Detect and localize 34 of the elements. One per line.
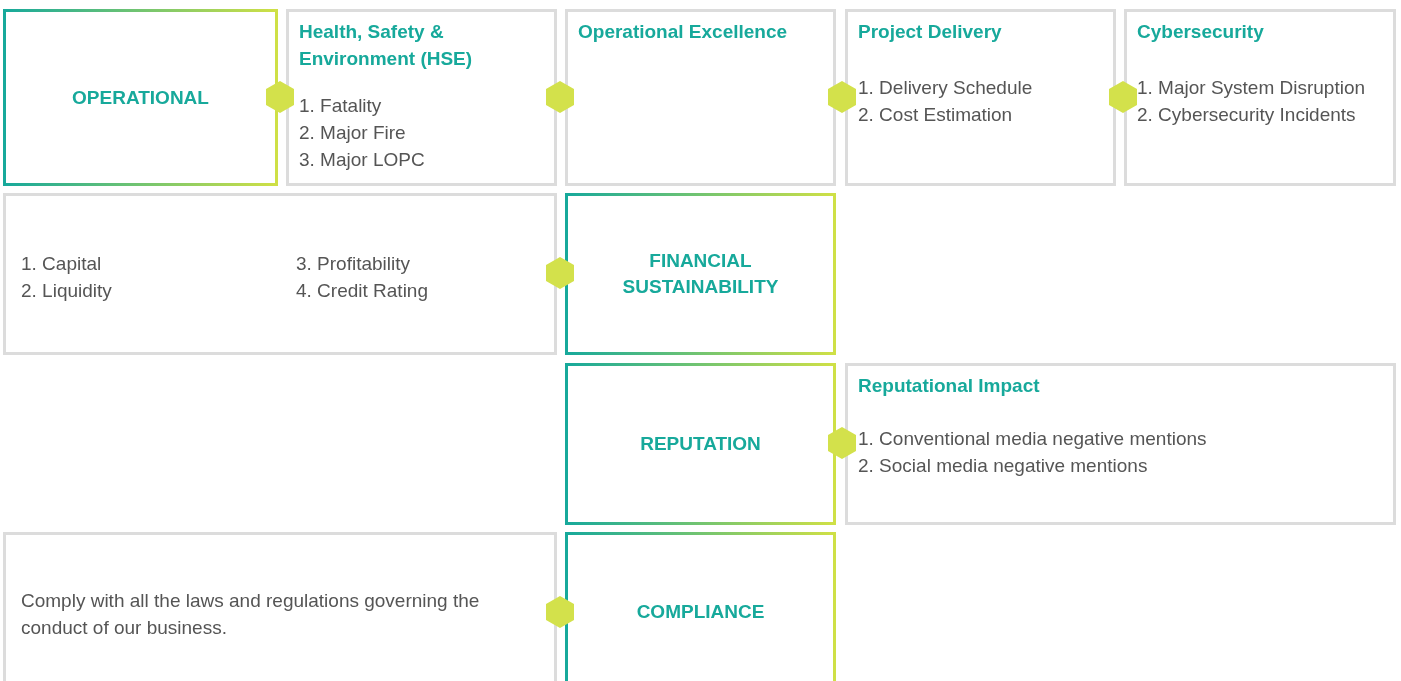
section-heading: Project Delivery (858, 20, 1003, 44)
section-heading: Reputational Impact (858, 374, 1041, 398)
detail-box (3, 532, 557, 681)
list-item: 1. Conventional media negative mentions (858, 427, 1208, 451)
section-heading: Cybersecurity (1137, 20, 1265, 44)
category-title: REPUTATION (640, 432, 761, 456)
list-item: 2. Social media negative mentions (858, 454, 1149, 478)
detail-box (845, 363, 1396, 525)
list-item: 2. Liquidity (21, 279, 112, 303)
category-box (3, 9, 278, 186)
section-heading: Operational Excellence (578, 20, 789, 44)
detail-box (1124, 9, 1396, 186)
list-item: 1. Major System Disruption (1137, 76, 1367, 100)
body-text: Comply with all the laws and regulations governing the conduct of our business. (21, 589, 481, 640)
detail-box (286, 9, 557, 186)
category-box (565, 532, 836, 681)
list-item: 2. Cost Estimation (858, 103, 1014, 127)
list-item: 3. Profitability (296, 252, 411, 276)
category-box (565, 193, 836, 355)
category-box (565, 363, 836, 525)
list-item: 3. Major LOPC (299, 148, 426, 172)
list-item: 1. Fatality (299, 94, 383, 118)
detail-box (845, 9, 1116, 186)
list-item: 2. Cybersecurity Incidents (1137, 103, 1357, 127)
detail-box (3, 193, 557, 355)
section-heading: Health, Safety & Environment (HSE) (299, 20, 474, 71)
list-item: 4. Credit Rating (296, 279, 428, 303)
category-title: OPERATIONAL (72, 85, 209, 110)
category-title: FINANCIAL SUSTAINABILITY (621, 249, 780, 299)
list-item: 1. Capital (21, 252, 102, 276)
category-title: COMPLIANCE (636, 600, 765, 624)
detail-box (565, 9, 836, 186)
list-item: 1. Delivery Schedule (858, 76, 1034, 100)
list-item: 2. Major Fire (299, 121, 407, 145)
